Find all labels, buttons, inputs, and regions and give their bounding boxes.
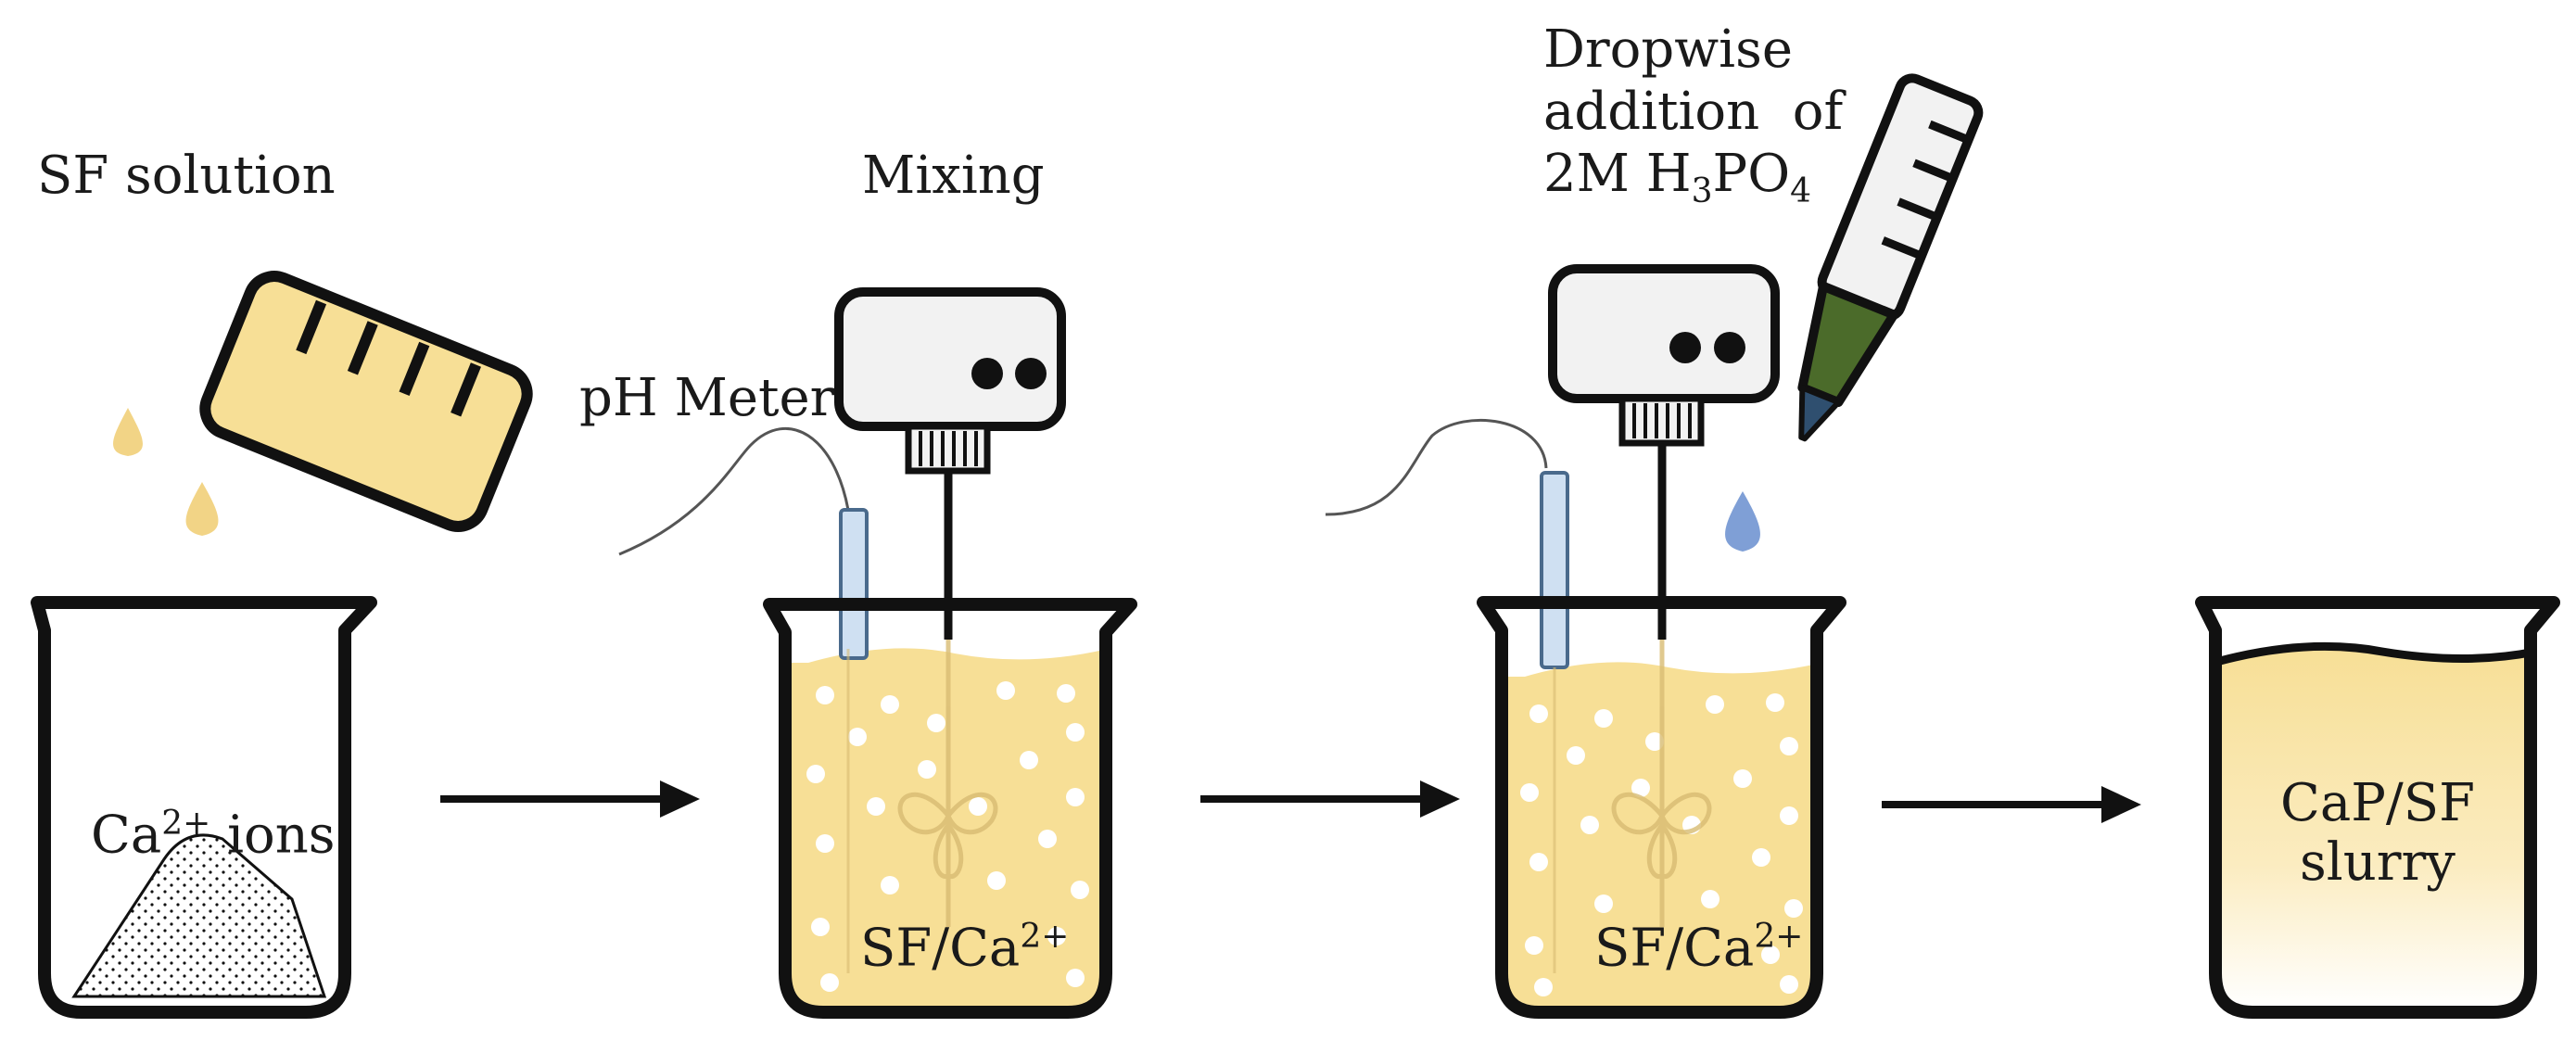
step2-content-label: SF/Ca2+ [860,918,1069,979]
ph-probe-icon [839,508,869,660]
stirrer-device-icon [834,287,1066,640]
content-sup: 2+ [161,805,211,843]
step3-title-line2: addition of [1543,82,1844,143]
arrow-right-icon [440,780,700,818]
droplet-icon [113,408,143,456]
ph-probe-icon [1540,471,1569,669]
beaker-icon [1477,471,1846,1019]
content-sup: 2+ [1754,918,1804,956]
reagent-mid: PO [1712,144,1791,205]
ph-probe-cable [1325,418,1548,516]
droplet-icon [1725,491,1760,552]
arrow-right-icon [1200,780,1460,818]
graduated-cylinder-icon [199,271,533,532]
step3-content-label: SF/Ca2+ [1594,918,1803,979]
step4-content-line2: slurry [2300,832,2455,894]
step4-content-line1: CaP/SF [2280,773,2475,833]
content-suffix: ions [210,805,336,866]
content-prefix: SF/Ca [1594,918,1755,979]
stirrer-device-icon [1548,264,1780,640]
stirrer-blade [1611,640,1712,927]
content-prefix: SF/Ca [860,918,1021,979]
step1-content-label: Ca2+ ions [91,805,336,866]
powder-pile [71,833,327,998]
ph-probe-cable [618,427,850,556]
reagent-prefix: 2M H [1543,144,1692,205]
step3-title-line1: Dropwise [1543,19,1793,80]
step2-title: Mixing [862,146,1045,206]
droplet-icon [185,482,219,536]
reagent-sub2: 4 [1790,172,1812,211]
beaker-icon [2195,596,2560,1019]
step1-title: SF solution [37,146,336,206]
content-sup: 2+ [1020,918,1070,956]
step3-title-line3: 2M H3PO4 [1543,143,1843,211]
content-prefix: Ca [91,805,162,866]
arrow-right-icon [1882,786,2141,823]
stirrer-blade [897,640,998,927]
step3-title: Dropwise addition of 2M H3PO4 [1543,19,1843,212]
ph-meter-label: pH Meter [579,368,835,428]
reagent-sub1: 3 [1691,172,1713,211]
step4-content-label: CaP/SF slurry [2262,773,2494,894]
pipette-icon [1797,73,1984,442]
beaker-icon [31,596,377,1019]
beaker-icon [763,508,1137,1019]
